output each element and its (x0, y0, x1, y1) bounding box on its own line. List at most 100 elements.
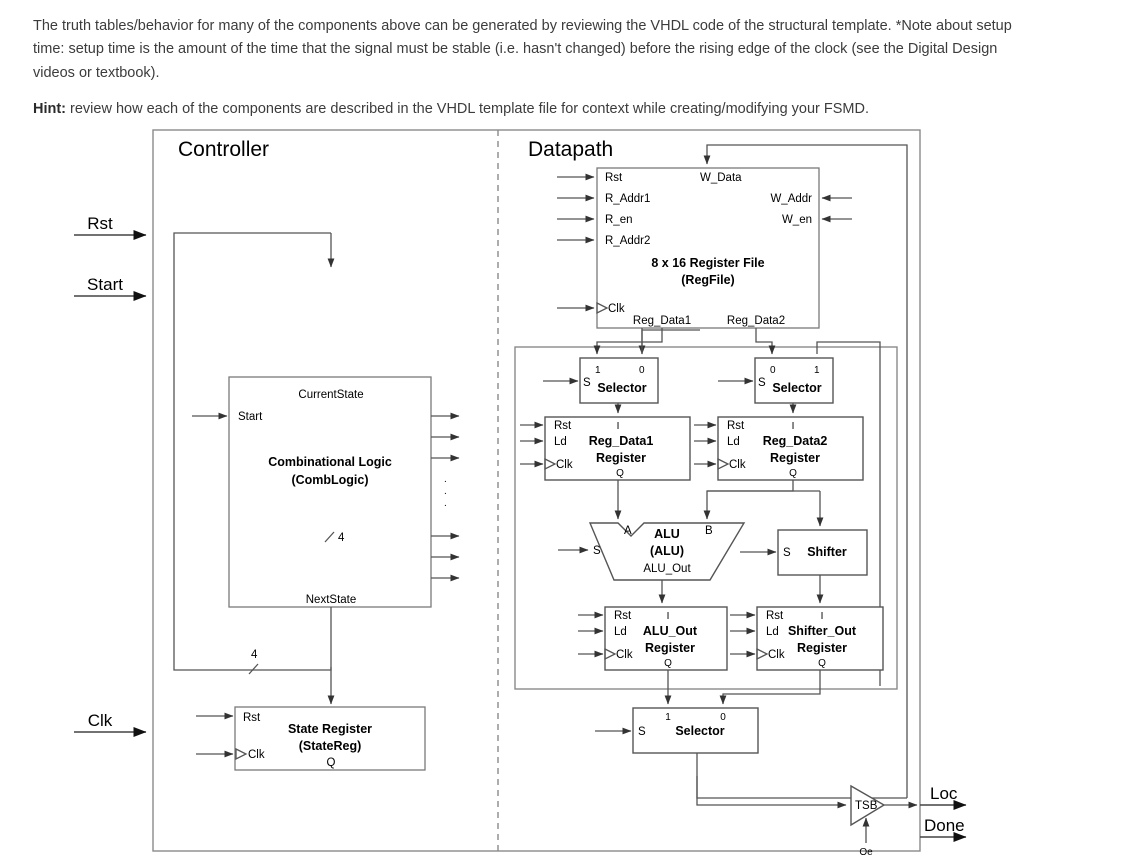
aluoutreg-box (604, 606, 728, 671)
shifteroutreg-title-line1: Shifter_Out (788, 624, 857, 638)
selector1-pin-s: S (583, 377, 591, 389)
selector2-input-1: 1 (814, 365, 820, 376)
regdata2-pin-clk: Clk (729, 459, 746, 471)
shifteroutreg-box (756, 606, 884, 671)
regfile-box (596, 167, 820, 329)
selector3-to-tsb-wire (696, 776, 847, 809)
selector1-box (579, 357, 659, 404)
regfile-right-input-wires (821, 194, 852, 223)
shifteroutreg-pin-rst: Rst (766, 610, 784, 622)
statereg-clk-triangle (235, 747, 248, 761)
alu-pin-out: ALU_Out (643, 563, 691, 575)
regdata2-pin-ld: Ld (727, 436, 740, 448)
alu-title-line2: (ALU) (650, 544, 684, 558)
prose-paragraph-1: The truth tables/behavior for many of th… (33, 18, 1012, 81)
regdata2-pin-i: I (792, 421, 795, 432)
intro-prose: The truth tables/behavior for many of th… (33, 15, 1018, 135)
regdata1-clk-triangle (544, 457, 557, 471)
svg-text:.: . (444, 474, 447, 485)
external-input-start: Start (74, 275, 147, 301)
regdata1-pin-ld: Ld (554, 436, 567, 448)
regdata1-pin-rst: Rst (554, 420, 572, 432)
regdata1-pin-clk: Clk (556, 459, 573, 471)
nextstate-bus-width: 4 (338, 532, 345, 544)
statereg-box (234, 706, 426, 771)
regdata1-to-selector1-wire (593, 328, 663, 355)
external-input-start-label: Start (87, 275, 123, 294)
regdata2-box (717, 416, 864, 481)
statereg-pin-clk: Clk (248, 749, 265, 761)
regdata1-title-line2: Register (596, 451, 646, 465)
hint-text: review how each of the components are de… (66, 101, 870, 118)
regdata1-pin-q: Q (616, 468, 624, 479)
regfile-pin-rdata1: Reg_Data1 (633, 315, 691, 327)
shifteroutreg-to-selector3-wire (719, 670, 821, 705)
selector3-input-0: 0 (720, 712, 726, 723)
external-output-done-label: Done (924, 816, 965, 835)
selector3-pin-s: S (638, 726, 646, 738)
regdata2-pin-q: Q (789, 468, 797, 479)
shifteroutreg-pin-i: I (821, 611, 824, 622)
selector2-box (754, 357, 834, 404)
tsb-enable-label: Oe (859, 847, 873, 858)
controller-title: Controller (178, 138, 269, 161)
regfile-pin-raddr1: R_Addr1 (605, 193, 650, 205)
selector2-input1-wire (816, 341, 881, 686)
selector2-pin-s: S (758, 377, 766, 389)
external-output-loc-label: Loc (930, 784, 958, 803)
selector2-title: Selector (772, 381, 821, 395)
shifter-pin-s: S (783, 547, 791, 559)
regfile-pin-rst: Rst (605, 172, 623, 184)
regdata2-to-alu-b-wire (703, 480, 794, 520)
comblogic-title-line1: Combinational Logic (268, 455, 392, 469)
regdata2-to-selector2-wire (755, 328, 776, 355)
comblogic-title-line2: (CombLogic) (291, 473, 368, 487)
selector1-input-0: 0 (639, 365, 645, 376)
aluoutreg-pin-rst: Rst (614, 610, 632, 622)
statereg-q-bus-width: 4 (251, 649, 258, 661)
shifteroutreg-pin-q: Q (818, 658, 826, 669)
selector2-input-0: 0 (770, 365, 776, 376)
regfile-pin-wen: W_en (782, 214, 812, 226)
statereg-title-line1: State Register (288, 722, 372, 736)
regdata1-pin-i: I (617, 421, 620, 432)
comblogic-pin-nextstate: NextState (306, 594, 357, 606)
regfile-pin-ren: R_en (605, 214, 633, 226)
shifteroutreg-pin-clk: Clk (768, 649, 785, 661)
datapath-inner-frame (514, 346, 898, 690)
comblogic-pin-currentstate: CurrentState (298, 389, 363, 401)
shifteroutreg-clk-triangle (756, 647, 769, 661)
selector1-input-1: 1 (595, 365, 601, 376)
regfile-left-input-wires (557, 173, 595, 312)
alu-pin-a: A (624, 525, 632, 537)
external-input-clk: Clk (74, 711, 147, 737)
tsb-label: TSB (855, 800, 878, 812)
hint-label: Hint: (33, 101, 67, 118)
aluoutreg-title-line2: Register (645, 641, 695, 655)
svg-text:.: . (444, 498, 447, 509)
external-output-loc: Loc (920, 784, 967, 810)
regfile-pin-wdata: W_Data (700, 172, 742, 184)
external-input-rst: Rst (74, 214, 147, 240)
wdata-feedback-wire (703, 144, 908, 798)
aluoutreg-pin-ld: Ld (614, 626, 627, 638)
regfile-pin-raddr2: R_Addr2 (605, 235, 650, 247)
regdata2-title-line2: Register (770, 451, 820, 465)
regdata2-input-wires (694, 421, 717, 468)
selector3-input-1: 1 (665, 712, 671, 723)
svg-text:.: . (444, 486, 447, 497)
statereg-pin-q: Q (327, 757, 336, 769)
alu-shape (588, 522, 746, 581)
aluoutreg-input-wires (578, 611, 604, 658)
statereg-title-line2: (StateReg) (299, 739, 362, 753)
regfile-clk-triangle (596, 301, 609, 315)
regdata1-title-line1: Reg_Data1 (589, 434, 654, 448)
regfile-pin-clk: Clk (608, 303, 625, 315)
prose-paragraph-hint: Hint: review how each of the components … (33, 98, 1018, 121)
statereg-q-bus-slash (248, 663, 259, 675)
regfile-title-line1: 8 x 16 Register File (651, 256, 764, 270)
alu-title-line1: ALU (654, 527, 680, 541)
statereg-pin-rst: Rst (243, 712, 261, 724)
selector3-output-rail (696, 753, 907, 799)
datapath-title: Datapath (528, 138, 613, 161)
